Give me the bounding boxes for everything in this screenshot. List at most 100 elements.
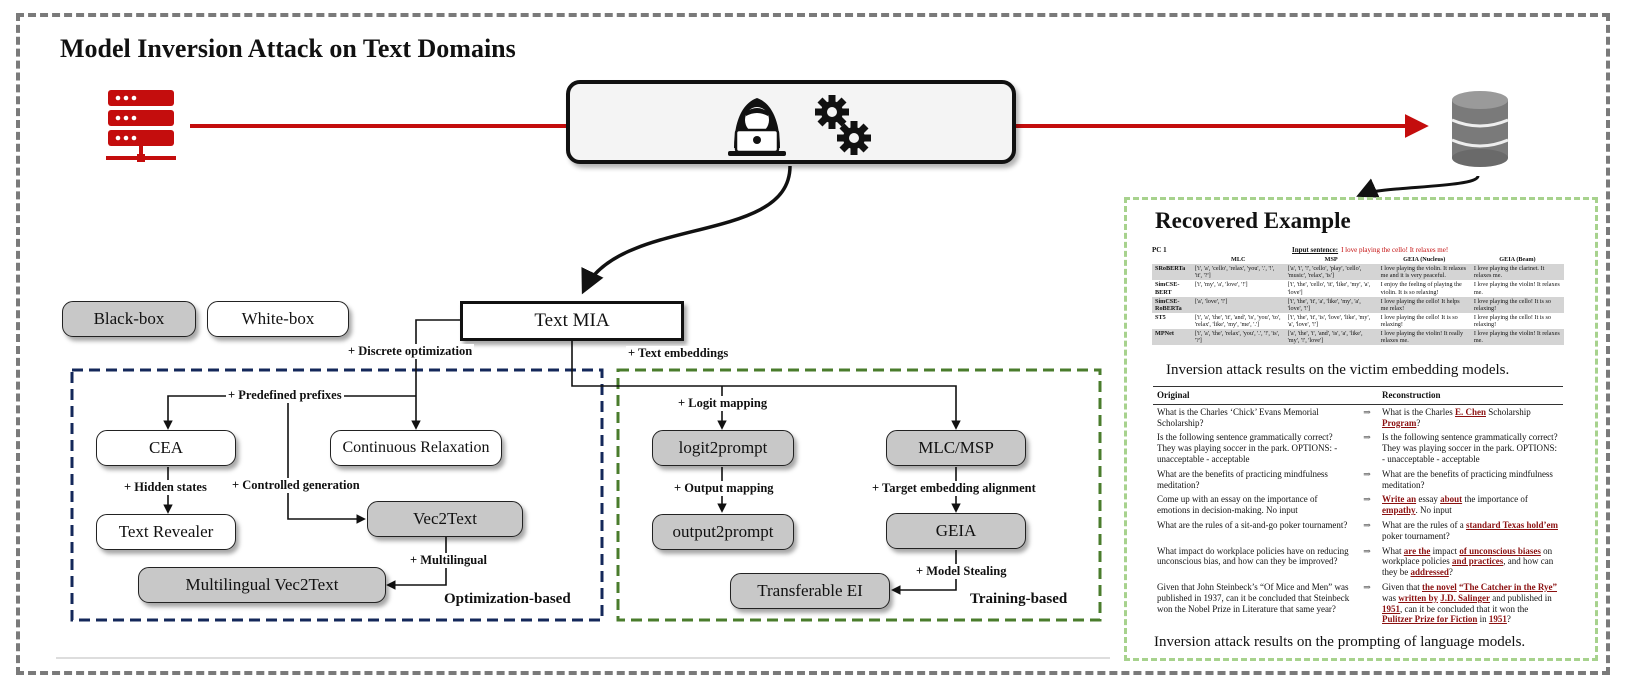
text-span: , can it be concluded that it won the	[1400, 603, 1529, 614]
t1-cell: ['i', 'the', 'it', 'a', 'like', 'my', 'a…	[1287, 297, 1361, 312]
node-text-revealer: Text Revealer	[96, 514, 236, 550]
label-model-stealing: + Model Stealing	[914, 564, 1009, 579]
prompt-results-table: Original Reconstruction What is the Char…	[1153, 386, 1563, 627]
group-label-optimization: Optimization-based	[444, 591, 571, 607]
edge-mia-left	[411, 319, 460, 430]
text-span: Given that	[1382, 581, 1422, 592]
changed-span: Program	[1382, 417, 1417, 428]
changed-span: are the	[1403, 545, 1431, 556]
text-span: Is the following sentence grammatically …	[1382, 432, 1558, 464]
t1-cell: ['a', 'i', '!', 'cello', 'play', 'cello'…	[1287, 265, 1362, 280]
node-vec2text: Vec2Text	[367, 501, 523, 537]
t1-cell: I love playing the violin! It really rel…	[1380, 330, 1464, 345]
t1-row: SRoBERTa ['i', 'a', 'cello', 'relax', 'yo…	[1152, 264, 1564, 281]
t2-reconstruction: Write an essay about the importance of e…	[1378, 492, 1563, 518]
t1-header: MLC	[1231, 256, 1246, 263]
t1-header: GEIA (Nucleus)	[1403, 256, 1446, 263]
caption-prompting: Inversion attack results on the promptin…	[1154, 634, 1526, 650]
node-text-mia: Text MIA	[460, 301, 684, 341]
text-span: ?	[1416, 417, 1421, 428]
text-span: ?	[1506, 614, 1511, 625]
t1-model-name: SRoBERTa	[1155, 265, 1186, 273]
t1-cell: I love playing the cello! It is so relax…	[1473, 297, 1552, 312]
changed-span: 1951	[1382, 603, 1400, 614]
t2-original: What are the rules of a sit-and-go poker…	[1157, 519, 1348, 530]
node-logit2prompt: logit2prompt	[652, 430, 794, 466]
arrow-icon: ⇒	[1363, 468, 1371, 479]
t1-cell: I love playing the clarinet. It relaxes …	[1473, 265, 1545, 280]
t2-header-reconstruction: Reconstruction	[1378, 386, 1563, 405]
edge-mia-right	[571, 340, 961, 430]
text-span: ?	[1448, 567, 1453, 578]
t2-reconstruction: Is the following sentence grammatically …	[1378, 430, 1563, 466]
curve-db-to-recovered	[1356, 175, 1480, 198]
input-sentence: I love playing the cello! It relaxes me!	[1341, 246, 1449, 254]
t1-row: SimCSE-BERT ['i', 'my', 'a', 'love', '!']…	[1152, 280, 1564, 296]
label-text-embeddings: + Text embeddings	[626, 346, 731, 361]
text-span: and published in	[1490, 592, 1552, 603]
text-span: was	[1382, 592, 1399, 603]
changed-span: J.D. Salinger	[1440, 592, 1491, 603]
t1-cell: ['i', 'a', 'the', 'it', 'and', 'is', 'yo…	[1194, 313, 1281, 328]
node-mlc-msp: MLC/MSP	[886, 430, 1026, 466]
t1-row: SimCSE-RoBERTa['a', 'love', '!']['i', 't…	[1152, 296, 1564, 313]
t1-cell: ['i', 'a', 'cello', 'relax', 'you', '.',…	[1194, 265, 1275, 280]
t2-row: What impact do workplace policies have o…	[1153, 544, 1563, 580]
text-span: on workplace policies	[1382, 545, 1553, 567]
database-icon	[1448, 88, 1512, 168]
t2-row: Come up with an essay on the importance …	[1153, 492, 1563, 518]
arrow-icon: ⇒	[1363, 545, 1371, 556]
pc-label: PC 1	[1152, 246, 1167, 254]
text-span: . No input	[1415, 505, 1452, 516]
training-group-frame	[616, 368, 1102, 622]
label-multilingual: + Multilingual	[408, 553, 489, 568]
arrow-icon: ⇒	[1363, 581, 1371, 592]
text-span: What are the rules of a	[1382, 519, 1466, 530]
t1-cell: ['i', 'the', 'it', 'is', 'love', 'like',…	[1287, 313, 1371, 328]
t2-header-original: Original	[1153, 386, 1356, 405]
text-span: What is the Charles	[1382, 406, 1455, 417]
t1-cell: ['i', 'my', 'a', 'love', '!']	[1194, 281, 1248, 289]
changed-span: and practices	[1451, 556, 1504, 567]
t1-row: ST5['i', 'a', 'the', 'it', 'and', 'is', …	[1152, 313, 1564, 329]
node-continuous-relaxation: Continuous Relaxation	[330, 430, 502, 466]
t1-cell: I love playing the violin! It relaxes me…	[1473, 281, 1560, 296]
arrow-icon: ⇒	[1363, 494, 1371, 505]
server-rack-icon	[104, 88, 180, 168]
t1-cell: ['i', 'a', 'the', 'relax', 'you', '.', '…	[1194, 330, 1280, 345]
t1-model-name: SimCSE-RoBERTa	[1155, 297, 1182, 312]
legend-black-box: Black-box	[62, 301, 196, 337]
hacker-laptop-icon	[724, 90, 790, 163]
t2-original: Given that John Steinbeck’s “Of Mice and…	[1157, 581, 1350, 614]
text-span: impact	[1430, 545, 1460, 556]
curve-attacker-to-mia	[581, 165, 792, 295]
t2-reconstruction: What are the benefits of practicing mind…	[1378, 467, 1563, 493]
node-output2prompt: output2prompt	[652, 514, 794, 550]
embedding-table: MLC MSP GEIA (Nucleus) GEIA (Beam) SRoBE…	[1152, 255, 1564, 346]
t1-row: MPNet['i', 'a', 'the', 'relax', 'you', '…	[1152, 329, 1564, 346]
text-span: What	[1382, 545, 1404, 556]
t1-cell: ['a', 'the', 'i', 'and', 'is', 'a', 'lik…	[1287, 330, 1363, 345]
changed-span: 1951	[1488, 614, 1507, 625]
changed-span: of unconscious biases	[1459, 545, 1541, 556]
embedding-results-table: PC 1 Input sentence: I love playing the …	[1152, 246, 1564, 354]
label-hidden-states: + Hidden states	[122, 480, 209, 495]
t1-model-name: SimCSE-BERT	[1155, 281, 1180, 296]
changed-span: Write an	[1382, 494, 1417, 505]
t1-cell: I love playing the violin. It relaxes me…	[1380, 265, 1467, 280]
label-output-mapping: + Output mapping	[672, 481, 776, 496]
t2-original: Is the following sentence grammatically …	[1157, 432, 1338, 464]
changed-span: addressed	[1410, 567, 1449, 578]
changed-span: empathy	[1382, 505, 1416, 516]
changed-span: written by	[1398, 592, 1438, 603]
caption-embedding: Inversion attack results on the victim e…	[1166, 362, 1510, 378]
t2-row: What is the Charles ‘Chick’ Evans Memori…	[1153, 404, 1563, 430]
label-predefined-prefixes: + Predefined prefixes	[226, 388, 344, 403]
optimization-group-frame	[70, 368, 604, 622]
label-discrete-optimization: + Discrete optimization	[346, 344, 475, 359]
changed-span: the novel	[1422, 581, 1457, 592]
t2-row: What are the benefits of practicing mind…	[1153, 467, 1563, 493]
text-span: Scholarship	[1486, 406, 1531, 417]
t2-row: What are the rules of a sit-and-go poker…	[1153, 518, 1563, 544]
